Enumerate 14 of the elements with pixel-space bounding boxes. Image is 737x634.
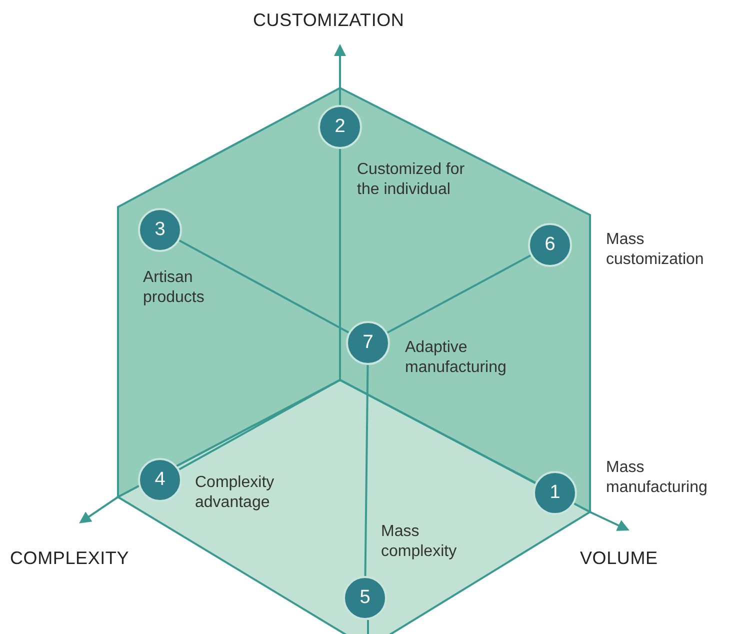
- axis-label: COMPLEXITY: [10, 548, 130, 569]
- connector-line: [178, 240, 350, 334]
- node-caption: Complexity advantage: [195, 473, 276, 513]
- node-caption: Adaptive manufacturing: [405, 338, 508, 378]
- node-caption: Mass customization: [606, 230, 705, 270]
- node-caption: Artisan products: [143, 268, 206, 308]
- node-caption: Mass complexity: [381, 522, 458, 562]
- axis-label: VOLUME: [580, 548, 658, 569]
- connector-line: [386, 254, 532, 334]
- connector-line: [178, 378, 536, 484]
- node-caption: Mass manufacturing: [606, 458, 708, 498]
- connector-line: [364, 364, 369, 576]
- node-caption: Customized for the individual: [357, 160, 466, 200]
- axis-label: CUSTOMIZATION: [253, 10, 404, 31]
